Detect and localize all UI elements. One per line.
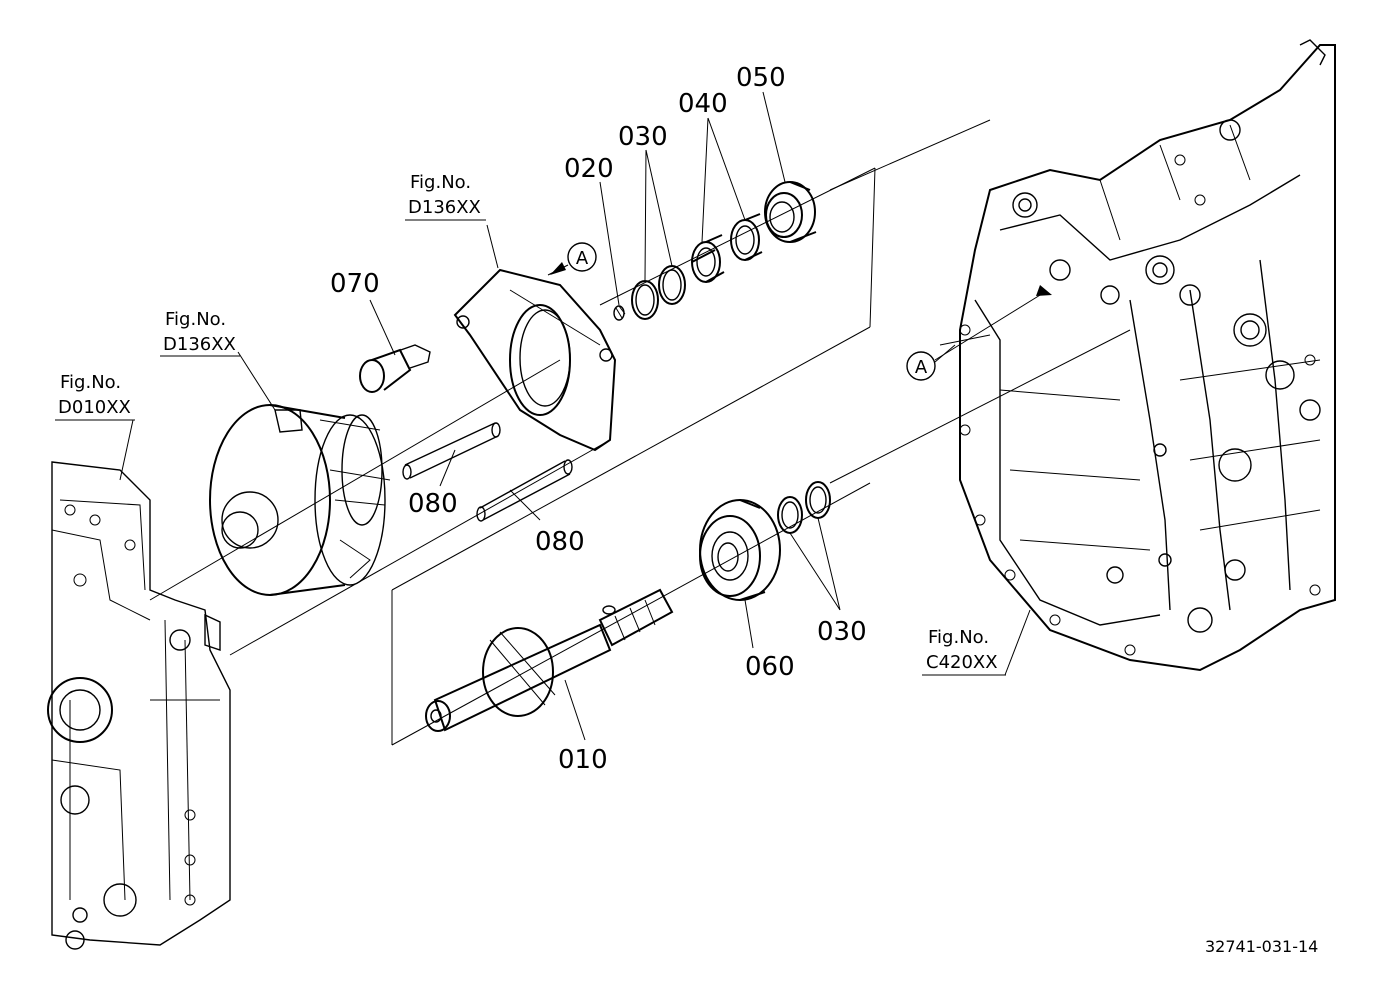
explosion-frame (149, 119, 1131, 746)
part-number-050: 050 (736, 63, 786, 93)
part-number-030-bottom: 030 (817, 617, 867, 647)
part-number-020: 020 (564, 154, 614, 184)
ref-d136xx-left-line1: Fig.No. (165, 309, 226, 330)
ref-d136xx-top-line2: D136XX (408, 197, 481, 218)
shaft-010 (425, 588, 674, 732)
snap-rings-030-bottom (777, 481, 831, 534)
part-number-060: 060 (745, 652, 795, 682)
ref-d010xx-line2: D010XX (58, 397, 131, 418)
part-number-080-lower: 080 (535, 527, 585, 557)
ref-d136xx-top: Fig.No. D136XX (405, 172, 486, 221)
leader-lines (119, 91, 1031, 741)
callout-a-right-label: A (915, 357, 928, 378)
plug-020 (613, 305, 626, 321)
ref-d010xx-line1: Fig.No. (60, 372, 121, 393)
ref-d010xx: Fig.No. D010XX (55, 372, 135, 421)
ref-d136xx-left-line2: D136XX (163, 334, 236, 355)
part-number-070: 070 (330, 269, 380, 299)
drawing-number: 32741-031-14 (1205, 937, 1318, 956)
callout-a-top: A (550, 242, 597, 275)
callout-a-top-label: A (576, 248, 589, 269)
ref-c420xx-line1: Fig.No. (928, 627, 989, 648)
callout-a-right: A (906, 285, 1052, 381)
part-number-030-top: 030 (618, 122, 668, 152)
ref-c420xx-line2: C420XX (926, 652, 998, 673)
pin-070 (359, 344, 431, 393)
ref-c420xx: Fig.No. C420XX (922, 627, 1006, 676)
dowel-pins-080 (402, 422, 573, 522)
cover-plate (453, 268, 617, 452)
part-number-010: 010 (558, 745, 608, 775)
bearing-060 (699, 499, 781, 601)
left-transmission-housing (47, 461, 231, 950)
oil-seal-050 (764, 181, 817, 243)
right-transmission-case (959, 39, 1336, 672)
part-number-040: 040 (678, 89, 728, 119)
part-number-080-upper: 080 (408, 489, 458, 519)
ref-d136xx-left: Fig.No. D136XX (160, 309, 240, 357)
snap-rings-030-top (631, 265, 686, 320)
clutch-drum-assembly (209, 404, 391, 596)
ref-d136xx-top-line1: Fig.No. (410, 172, 471, 193)
